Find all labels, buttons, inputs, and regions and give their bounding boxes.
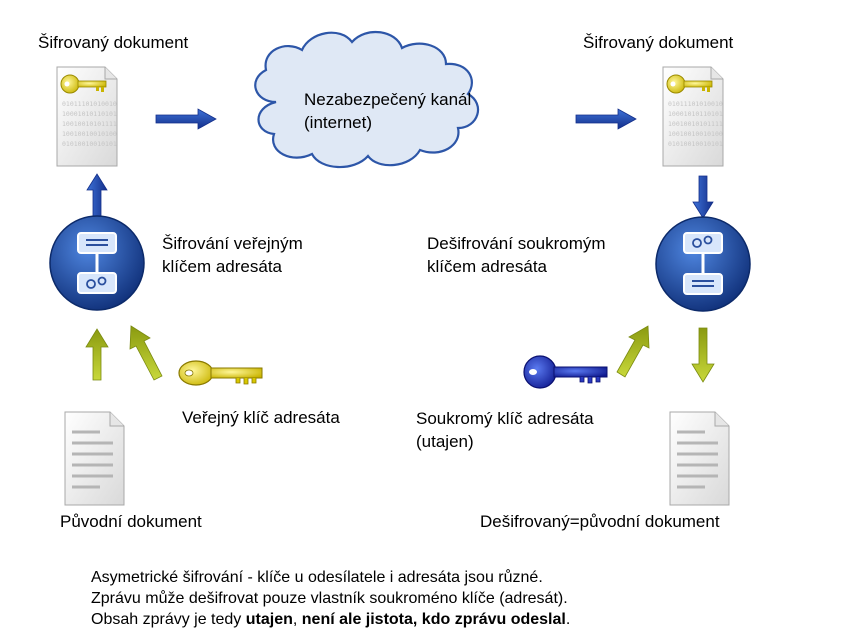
decrypted-doc-label: Dešifrovaný=původní dokument: [480, 512, 720, 531]
decrypt-label: Dešifrování soukromým klíčem adresáta: [427, 232, 606, 278]
binary-line: 10010010101111: [668, 120, 723, 128]
caption-line3-sep: ,: [292, 611, 302, 628]
channel-label-line2: (internet): [304, 113, 373, 132]
cloud-icon: [254, 30, 479, 169]
binary-line: 10010010010100: [62, 130, 117, 138]
arrow-up-left-icon: [129, 325, 163, 381]
binary-line: 10010010101111: [62, 120, 117, 128]
process-icon: [655, 216, 751, 312]
channel-label: Nezabezpečený kanál (internet): [304, 88, 471, 134]
plain-document-icon: [64, 411, 125, 506]
binary-line: 10001010110101: [668, 110, 723, 118]
arrow-right-icon: [575, 108, 637, 130]
process-icon: [49, 215, 145, 311]
key-icon: [60, 74, 107, 94]
caption-line1: Asymetrické šifrování - klíče u odesílat…: [91, 569, 543, 586]
private-key-label-line2: (utajen): [416, 432, 474, 451]
decrypt-label-line1: Dešifrování soukromým: [427, 234, 606, 253]
encrypt-label: Šifrování veřejným klíčem adresáta: [162, 232, 303, 278]
encrypted-doc-label-left: Šifrovaný dokument: [38, 33, 189, 52]
arrow-up-icon: [85, 328, 109, 381]
caption: Asymetrické šifrování - klíče u odesílat…: [91, 567, 570, 630]
binary-line: 01011101010010: [668, 100, 723, 108]
key-icon: [178, 360, 263, 386]
original-doc-label: Původní dokument: [60, 512, 202, 531]
arrow-down-icon: [691, 327, 715, 383]
channel-label-line1: Nezabezpečený kanál: [304, 90, 472, 109]
caption-line3-bold1: utajen: [245, 611, 293, 628]
binary-line: 01011101010010: [62, 100, 117, 108]
plain-document-icon: [669, 411, 730, 506]
private-key-label: Soukromý klíč adresáta (utajen): [416, 407, 594, 453]
key-icon: [666, 74, 713, 94]
decrypt-label-line2: klíčem adresáta: [427, 257, 547, 276]
public-key-label: Veřejný klíč adresáta: [182, 408, 340, 427]
caption-line3-prefix: Obsah zprávy je tedy: [91, 611, 246, 628]
key-icon: [523, 355, 608, 389]
arrow-down-icon: [692, 175, 714, 219]
arrow-right-icon: [155, 108, 217, 130]
binary-line: 10010010010100: [668, 130, 723, 138]
arrow-up-right-icon: [616, 325, 650, 378]
caption-line3-bold2: není ale jistota, kdo zprávu odeslal: [301, 611, 566, 628]
binary-line: 01010010010101: [668, 140, 723, 148]
encrypted-doc-label-right: Šifrovaný dokument: [583, 33, 734, 52]
private-key-label-line1: Soukromý klíč adresáta: [416, 409, 594, 428]
encrypt-label-line1: Šifrování veřejným: [162, 234, 303, 253]
arrow-up-icon: [86, 173, 108, 217]
binary-line: 10001010110101: [62, 110, 117, 118]
binary-line: 01010010010101: [62, 140, 117, 148]
encrypted-document-icon: 01011101010010 10001010110101 1001001010…: [56, 66, 118, 167]
encrypt-label-line2: klíčem adresáta: [162, 257, 282, 276]
encrypted-document-icon: 01011101010010 10001010110101 1001001010…: [662, 66, 724, 167]
caption-line3-suffix: .: [565, 611, 571, 628]
caption-line2: Zprávu může dešifrovat pouze vlastník so…: [91, 590, 568, 607]
caption-line3: Obsah zprávy je tedy utajen, není ale ji…: [91, 609, 570, 630]
